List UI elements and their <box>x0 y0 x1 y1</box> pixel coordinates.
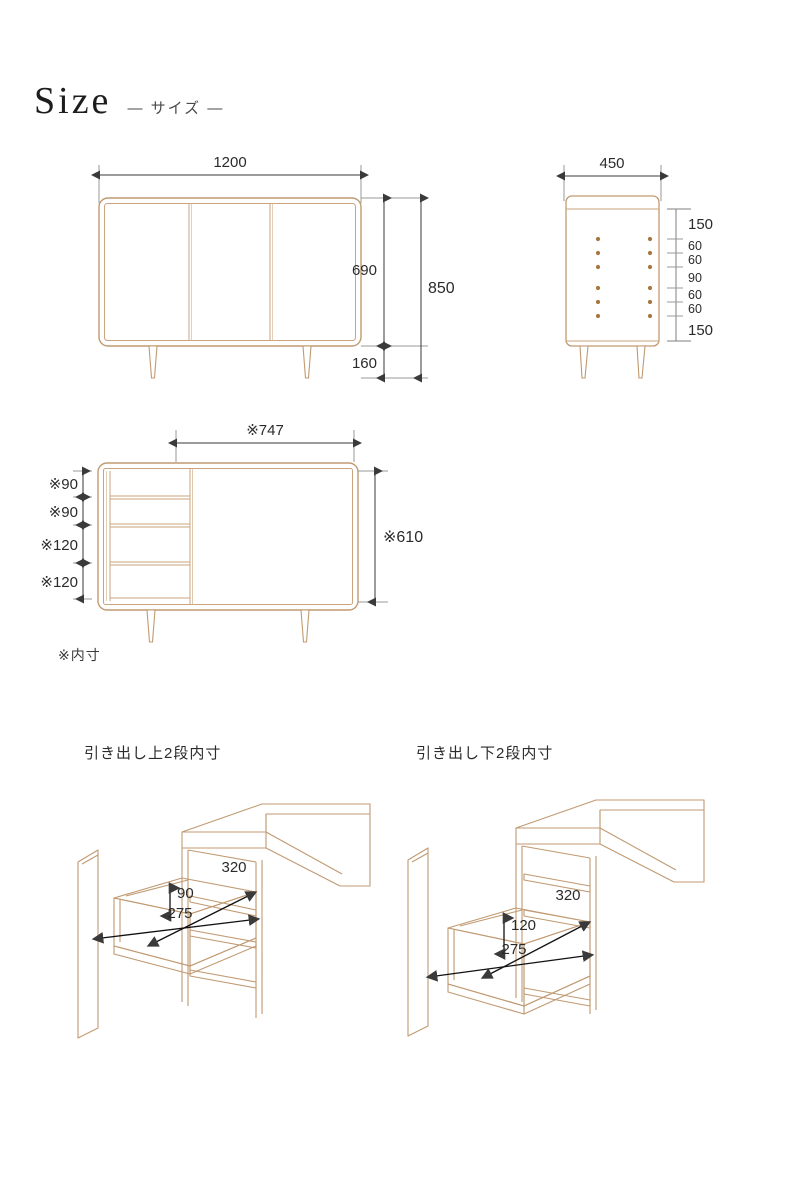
side-depth-label: 450 <box>599 155 624 172</box>
dimension-interior-height: ※610 <box>358 466 423 607</box>
interior-drawer-height-label-1: ※90 <box>49 504 78 521</box>
dimension-upper-drawer: 320 90 275 <box>91 859 261 947</box>
lower-drawer-detail-diagram: 320 120 275 <box>400 770 730 1037</box>
lower-drawer-caption: 引き出し下2段内寸 <box>416 745 554 762</box>
interior-legs <box>146 609 310 643</box>
interior-elevation-diagram: ※747 <box>40 410 460 660</box>
upper-drawer-detail-diagram: 320 90 275 <box>70 770 390 1039</box>
interior-drawer-height-label-2: ※120 <box>40 537 78 554</box>
side-elevation-diagram: 450 150 60 60 <box>540 145 760 390</box>
front-leg-height-label: 160 <box>352 355 377 372</box>
side-pitch-label-1: 60 <box>688 239 702 253</box>
lower-drawer-depth-label: 320 <box>555 887 580 904</box>
dimension-interior-width: ※747 <box>168 422 362 462</box>
dimension-front-heights: 690 160 850 <box>352 193 455 383</box>
side-legs <box>579 345 646 379</box>
interior-drawer-height-label-0: ※90 <box>49 476 78 493</box>
dimension-side-shelf-pitch: 150 60 60 90 60 60 150 <box>667 208 713 342</box>
side-pitch-label-3: 90 <box>688 271 702 285</box>
inner-dimension-note: ※内寸 <box>58 647 101 663</box>
interior-cabinet-body <box>97 462 359 611</box>
upper-drawer-caption: 引き出し上2段内寸 <box>84 745 222 762</box>
interior-inner-width-label: ※747 <box>246 422 284 439</box>
front-width-label: 1200 <box>213 154 246 171</box>
front-legs <box>148 345 312 379</box>
page-header: Size — サイズ — <box>34 82 224 120</box>
upper-drawer-height-label: 90 <box>177 885 194 902</box>
page-title: Size <box>34 80 112 122</box>
lower-drawer-width-label: 275 <box>501 941 526 958</box>
side-pitch-label-0: 150 <box>688 216 713 233</box>
dimension-front-width: 1200 <box>91 154 369 203</box>
interior-inner-height-label: ※610 <box>383 529 423 546</box>
front-cabinet-height-label: 690 <box>352 262 377 279</box>
side-cabinet-body <box>565 195 660 347</box>
front-elevation-diagram: 1200 690 160 850 <box>80 145 455 390</box>
dimension-side-depth: 450 <box>556 155 669 201</box>
upper-drawer-width-label: 275 <box>167 905 192 922</box>
side-pitch-label-6: 150 <box>688 322 713 339</box>
front-total-height-label: 850 <box>428 280 455 297</box>
front-cabinet-body <box>98 197 362 347</box>
dimension-lower-drawer: 320 120 275 <box>425 887 595 982</box>
lower-drawer-height-label: 120 <box>511 917 536 934</box>
page-subtitle: — サイズ — <box>127 100 225 117</box>
upper-drawer-depth-label: 320 <box>221 859 246 876</box>
side-pitch-label-2: 60 <box>688 253 702 267</box>
interior-drawer-height-label-3: ※120 <box>40 574 78 591</box>
side-pitch-label-5: 60 <box>688 302 702 316</box>
side-shelf-pin-holes <box>595 236 653 319</box>
dimension-interior-drawer-heights: ※90 ※90 ※120 ※120 <box>40 466 92 604</box>
side-pitch-label-4: 60 <box>688 288 702 302</box>
